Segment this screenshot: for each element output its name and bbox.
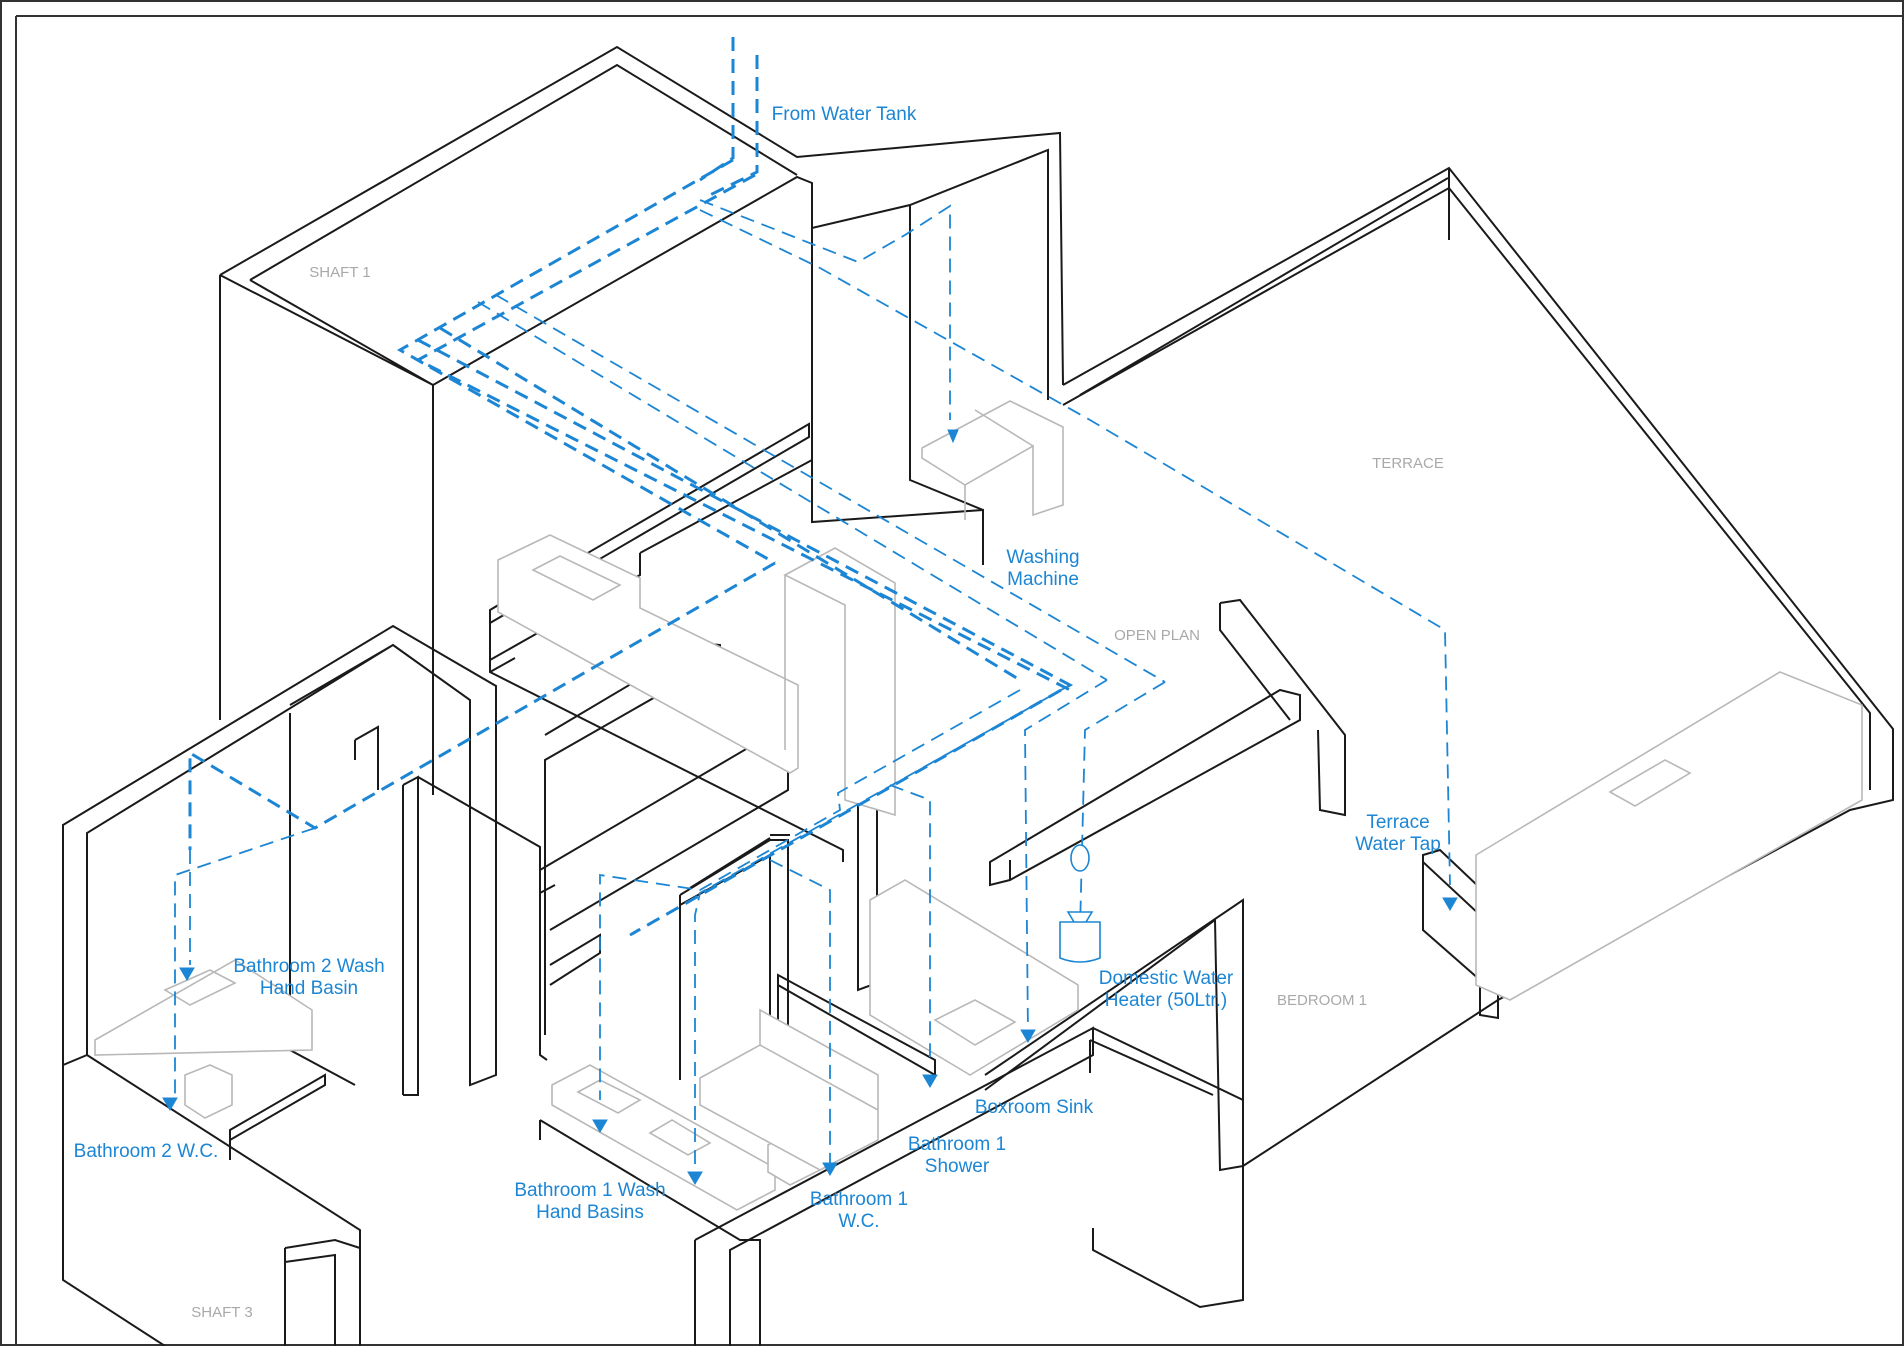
label-boxroom-sink: Boxroom Sink <box>975 1097 1094 1118</box>
label-water-heater-1: Domestic Water <box>1099 968 1234 989</box>
supply-pipe-5 <box>477 301 1108 681</box>
kitchen-column-fixture <box>783 547 896 817</box>
bathroom2-basin-icon <box>94 959 313 1056</box>
arrow-down-icon-washing <box>947 429 959 444</box>
bathroom1-walls <box>539 733 878 1346</box>
arrow-down-icon-shower <box>922 1074 938 1088</box>
arrow-down-icon-terrace <box>1442 897 1458 911</box>
washing-machine-icon <box>921 400 1064 520</box>
fixtures <box>94 400 1863 1211</box>
arrow-down-icon-bathroom2-wc <box>162 1097 178 1111</box>
room-label-shaft3: SHAFT 3 <box>191 1304 252 1321</box>
label-bathroom1-shower-1: Bathroom 1 <box>908 1134 1006 1155</box>
arrow-down-icon-bathroom1-basin2 <box>687 1171 703 1185</box>
label-bathroom2-basin-1: Bathroom 2 Wash <box>233 956 384 977</box>
room-label-shaft1: SHAFT 1 <box>309 264 370 281</box>
bathroom1-bottom-walls <box>694 973 1244 1346</box>
label-bathroom2-wc: Bathroom 2 W.C. <box>74 1141 219 1162</box>
label-bathroom1-wc-1: Bathroom 1 <box>810 1189 908 1210</box>
bathroom2-bottom-walls <box>62 1054 361 1346</box>
bathroom1-basin2-pipe <box>694 684 1071 1170</box>
pipe-fittings <box>162 429 1458 1185</box>
boxroom-counter-fixture <box>869 879 1079 1076</box>
water-heater-icon <box>1059 911 1101 963</box>
label-bathroom1-wc-2: W.C. <box>838 1211 879 1232</box>
arrow-down-icon-bathroom2-basin <box>179 967 195 981</box>
terrace-walls <box>1062 166 1894 1167</box>
washing-machine-pipe <box>699 199 951 420</box>
bedroom-wardrobe-fixture <box>1475 671 1863 1001</box>
label-bathroom1-shower-2: Shower <box>925 1156 990 1177</box>
label-washing-machine-1: Washing <box>1006 547 1079 568</box>
tank-riser-pipe <box>699 37 759 197</box>
room-label-terrace: TERRACE <box>1372 455 1444 472</box>
label-terrace-water-tap-1: Terrace <box>1366 812 1429 833</box>
label-terrace-water-tap-2: Water Tap <box>1355 834 1441 855</box>
fixture-labels: From Water Tank Washing Machine Terrace … <box>74 104 1441 1232</box>
supply-pipe-6 <box>495 294 1166 683</box>
boxroom-sink-pipe <box>1024 679 1108 1036</box>
bathroom1-wc-pipe <box>769 859 831 1165</box>
water-pipes <box>174 37 1451 1170</box>
water-heater-valve-icon <box>1070 844 1090 872</box>
label-bathroom1-basins-1: Bathroom 1 Wash <box>514 1180 665 1201</box>
label-washing-machine-2: Machine <box>1007 569 1079 590</box>
label-bathroom1-basins-2: Hand Basins <box>536 1202 644 1223</box>
open-plan-walls <box>984 598 1346 1172</box>
terrace-tap-pipe <box>699 209 1451 886</box>
bathroom2-wc-icon <box>184 1064 233 1119</box>
water-heater-pipe <box>1079 681 1166 931</box>
bathroom1-basins-icon <box>551 1064 776 1211</box>
shaft1-walls <box>219 45 1064 795</box>
label-bathroom2-basin-2: Hand Basin <box>260 978 358 999</box>
room-labels: SHAFT 1 TERRACE OPEN PLAN BEDROOM 1 SHAF… <box>191 264 1444 1321</box>
bathroom2-main-pipe <box>188 561 776 850</box>
label-from-water-tank: From Water Tank <box>772 104 917 125</box>
room-label-bedroom1: BEDROOM 1 <box>1277 992 1367 1009</box>
main-supply-pipe-1 <box>396 158 776 565</box>
bathroom2-branch-pipe <box>174 827 316 1095</box>
arrow-down-icon-bathroom1-wc <box>822 1162 838 1176</box>
label-water-heater-2: Heater (50Ltr.) <box>1105 990 1228 1011</box>
bathroom1-shower-icon <box>699 1008 879 1171</box>
kitchen-sink-icon <box>531 555 622 601</box>
arrow-down-icon-bathroom1-basin <box>592 1119 608 1133</box>
bedroom-walls <box>1089 848 1499 1096</box>
arrow-down-icon-boxroom <box>1020 1029 1036 1043</box>
room-label-open-plan: OPEN PLAN <box>1114 627 1200 644</box>
main-supply-pipe-2 <box>414 173 1071 692</box>
